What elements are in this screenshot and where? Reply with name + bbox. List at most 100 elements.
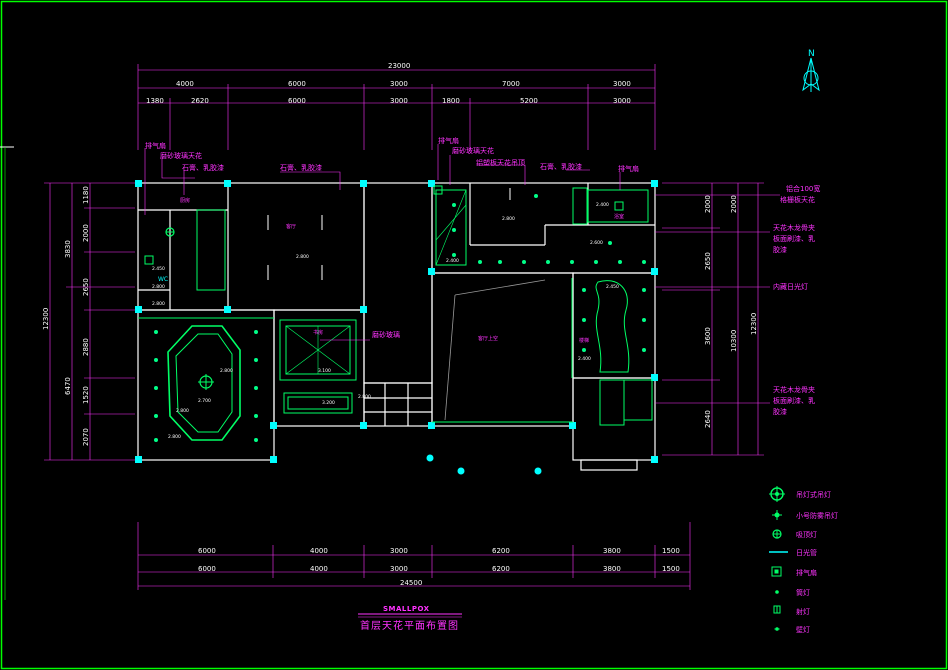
floor-plan-walls (137, 182, 656, 471)
exhaust-fan-bath-icon (614, 201, 624, 211)
ceiling-light-icon (165, 227, 175, 237)
dim-left-in-3: 2880 (82, 338, 90, 356)
note-right-1a: 铝合100宽 (786, 184, 820, 193)
exhaust-fan-wc-icon (144, 255, 154, 265)
level-17: 2.400 (578, 356, 591, 362)
level-5: 2.800 (220, 368, 233, 374)
level-2: 2.800 (152, 301, 165, 307)
dim-right-mid: 10300 (730, 330, 738, 352)
title-block: SMALLPOX 首层天花平面布置图 (358, 605, 462, 632)
dim-bot-r2-3: 6200 (492, 565, 510, 573)
note-frosted-glass-left: 磨砂玻璃天花 (160, 151, 202, 160)
dim-left-mid-1: 6470 (64, 377, 72, 395)
dim-bot-r1-5: 1500 (662, 547, 680, 555)
legend-label-2: 吸顶灯 (796, 530, 817, 539)
hall-void-lines (444, 279, 546, 421)
note-vent-left: 排气扇 (145, 141, 166, 150)
level-7: 2.800 (176, 408, 189, 414)
dim-left-in-4: 1520 (82, 386, 90, 404)
level-14: 2.600 (590, 240, 603, 246)
dim-bot-r1-3: 6200 (492, 547, 510, 555)
room-stair: 楼梯 (579, 337, 589, 344)
level-13: 2.800 (502, 216, 515, 222)
exhaust-fan-icon (771, 566, 782, 577)
dim-top-r2-0: 1380 (146, 97, 164, 105)
level-marks: 2.800 2.800 2.800 2.450 2.800 2.700 2.80… (152, 202, 619, 440)
room-bath: 浴室 (614, 213, 624, 220)
dim-bot-r2-5: 1500 (662, 565, 680, 573)
ceiling-light-icon (772, 529, 782, 539)
dim-bot-r1-0: 6000 (198, 547, 216, 555)
dim-top-total: 23000 (388, 62, 410, 70)
dim-top-r1-4: 3000 (613, 80, 631, 88)
note-right-2c: 胶漆 (773, 245, 787, 254)
dim-right-in-0: 2000 (704, 195, 712, 213)
note-gypsum-mid: 石膏、乳胶漆 (280, 163, 322, 172)
dim-left-mid-0: 3830 (64, 240, 72, 258)
chandelier-icon (198, 374, 214, 390)
note-right-1b: 格栅板天花 (780, 195, 815, 204)
room-dining: 客厅 (286, 223, 296, 230)
north-label: N (808, 49, 815, 59)
bottom-dimension-lines (137, 522, 691, 590)
grille-light-icon (773, 605, 781, 614)
level-9: 3.100 (318, 368, 331, 374)
exterior-lights (426, 454, 542, 475)
top-dimension-lines (137, 64, 656, 150)
legend-label-3: 日光管 (796, 548, 817, 557)
dim-left-in-1: 2000 (82, 224, 90, 242)
dim-top-r2-6: 3000 (613, 97, 631, 105)
note-frosted-glass-mid: 磨砂玻璃天花 (452, 146, 494, 155)
left-dimension-lines (44, 182, 135, 461)
note-gypsum-left: 石膏、乳胶漆 (182, 163, 224, 172)
dim-top-r1-0: 4000 (176, 80, 194, 88)
right-dimension-lines (662, 182, 764, 456)
note-vent-mid: 排气扇 (438, 136, 459, 145)
room-wc: WC (158, 276, 168, 283)
dim-right-in-3: 3600 (704, 327, 712, 345)
level-4: 2.450 (152, 266, 165, 272)
note-right-2b: 板面刷漆、乳 (773, 234, 815, 243)
dim-top-r2-4: 1800 (442, 97, 460, 105)
legend-label-5: 筒灯 (796, 588, 810, 597)
level-8: 2.800 (168, 434, 181, 440)
ceiling-features (138, 187, 653, 441)
dim-right-in-2: 2650 (704, 252, 712, 270)
north-arrow-icon: N (802, 49, 820, 92)
dim-bot-r2-2: 3000 (390, 565, 408, 573)
dim-right-total: 12300 (750, 313, 758, 335)
level-16: 2.450 (606, 284, 619, 290)
level-15: 2.400 (596, 202, 609, 208)
dim-top-r2-3: 3000 (390, 97, 408, 105)
spot-lights (154, 194, 646, 442)
exhaust-fan-mid-icon (433, 185, 443, 195)
dim-top-r2-1: 2620 (191, 97, 209, 105)
dim-top-r2-5: 5200 (520, 97, 538, 105)
room-kitchen: 厨房 (180, 197, 190, 204)
level-6: 2.700 (198, 398, 211, 404)
dim-bot-total: 24500 (400, 579, 422, 587)
title-company: SMALLPOX (383, 605, 430, 613)
structural-columns (135, 180, 658, 463)
dim-top-r1-2: 3000 (390, 80, 408, 88)
note-gypsum-right: 石膏、乳胶漆 (540, 162, 582, 171)
note-plastic-ceiling: 铝塑板天花吊顶 (476, 158, 525, 167)
wall-light-icon (774, 627, 780, 631)
level-10: 3.200 (322, 400, 335, 406)
legend: 吊灯式吊灯 小号防雾吊灯 吸顶灯 日光管 排气扇 筒灯 射灯 壁灯 (769, 486, 838, 634)
note-right-4b: 板面刷漆、乳 (773, 396, 815, 405)
legend-label-6: 射灯 (796, 607, 810, 616)
spot-light-icon (775, 590, 779, 594)
note-vent-right: 排气扇 (618, 164, 639, 173)
note-right-4a: 天花木龙骨夹 (773, 385, 815, 394)
note-right-2a: 天花木龙骨夹 (773, 223, 815, 232)
ceiling-markers (267, 188, 511, 280)
level-1: 2.800 (296, 254, 309, 260)
room-study: 书房 (313, 329, 323, 336)
dim-right-in-1: 2000 (730, 195, 738, 213)
dim-bot-r1-1: 4000 (310, 547, 328, 555)
dim-left-in-2: 2650 (82, 278, 90, 296)
dim-top-r1-1: 6000 (288, 80, 306, 88)
dim-top-r2-2: 6000 (288, 97, 306, 105)
